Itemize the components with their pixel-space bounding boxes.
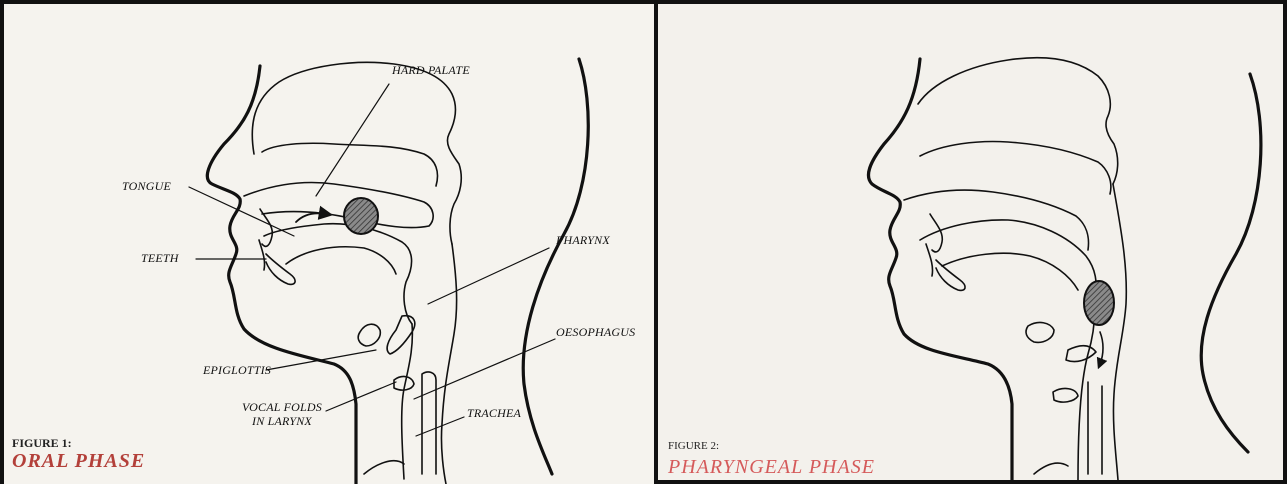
- bolus-arrow: [296, 213, 326, 222]
- figure-1-title: ORAL PHASE: [12, 450, 145, 473]
- bolus-2: [1084, 281, 1114, 325]
- face-profile-2: [868, 59, 1012, 480]
- figure-2-panel: FIGURE 2: PHARYNGEAL PHASE: [654, 0, 1287, 484]
- tongue: [264, 224, 412, 324]
- label-in-larynx: IN LARYNX: [251, 414, 312, 428]
- pharynx-wall-back: [441, 244, 456, 484]
- oesophagus-tube-2: [1088, 382, 1102, 474]
- pharynx-wall-front: [402, 324, 413, 479]
- label-tongue: TONGUE: [122, 179, 171, 193]
- neck-back-2: [1201, 74, 1261, 452]
- label-teeth: TEETH: [141, 251, 180, 265]
- label-epiglottis: EPIGLOTTIS: [202, 363, 271, 377]
- epiglottis-2: [1026, 323, 1054, 343]
- lower-teeth: [266, 254, 295, 284]
- neck-back: [523, 59, 588, 474]
- pharyngeal-phase-diagram: [658, 4, 1283, 480]
- label-vocal-folds: VOCAL FOLDS: [242, 400, 322, 414]
- epiglottis-flap-2: [1066, 346, 1096, 362]
- label-trachea: TRACHEA: [467, 406, 522, 420]
- lower-teeth-2: [936, 260, 965, 290]
- figure-1-panel: HARD PALATE TONGUE TEETH PHARYNX OESOPHA…: [0, 0, 658, 484]
- bolus: [344, 198, 378, 234]
- oral-phase-diagram: HARD PALATE TONGUE TEETH PHARYNX OESOPHA…: [4, 4, 658, 484]
- epiglottis: [358, 324, 380, 346]
- figure-2-caption: FIGURE 2:: [668, 440, 719, 452]
- figure-1-caption: FIGURE 1:: [12, 436, 72, 451]
- figure-2-title: PHARYNGEAL PHASE: [668, 456, 875, 479]
- larynx-fold-2: [1053, 389, 1078, 403]
- oesophagus-tube: [422, 372, 436, 474]
- nasal-cavity-2: [918, 58, 1118, 184]
- label-pharynx: PHARYNX: [555, 233, 610, 247]
- label-oesophagus: OESOPHAGUS: [556, 325, 635, 339]
- hard-palate: [244, 183, 433, 228]
- pharynx-wall-back-2: [1113, 184, 1126, 480]
- bolus-arrow-2: [1100, 332, 1103, 364]
- label-hard-palate: HARD PALATE: [391, 63, 470, 77]
